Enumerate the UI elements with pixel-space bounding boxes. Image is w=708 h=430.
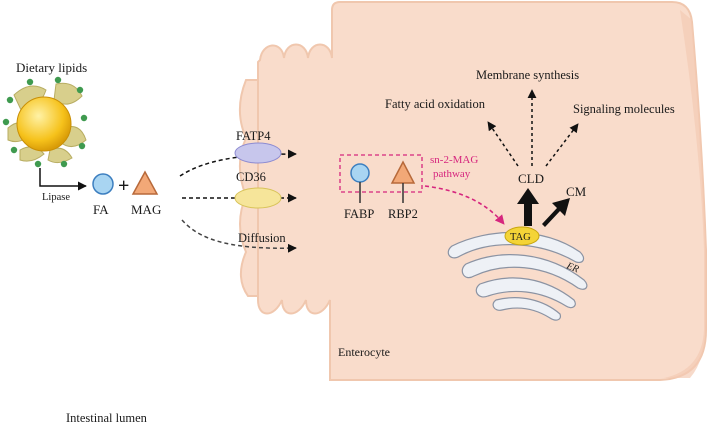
cm-label: CM <box>566 184 587 199</box>
phospholipid-head <box>76 86 84 94</box>
cell-body <box>257 0 707 381</box>
pathway-label-line1: sn-2-MAG <box>430 154 478 166</box>
phospholipid-head <box>6 96 14 104</box>
mag-triangle <box>131 170 159 195</box>
pathway-arrow <box>424 185 505 225</box>
fabp-fa-circle <box>350 163 370 183</box>
er-membrane-3 <box>475 277 576 309</box>
lipid-core <box>16 96 72 152</box>
cld-to-fatty-acid-oxidation-arrow <box>487 121 519 167</box>
tag-to-cld-arrow <box>517 188 539 226</box>
pathway-label-line2: pathway <box>433 168 471 180</box>
enterocyte-cell <box>239 0 707 381</box>
endoplasmic-reticulum <box>447 231 588 321</box>
cd36-label: CD36 <box>236 170 266 184</box>
fa-label: FA <box>93 202 109 217</box>
phospholipid-head <box>80 114 88 122</box>
er-label: ER <box>564 260 580 275</box>
lipid-droplet <box>2 76 88 168</box>
tag-to-cm-arrow <box>542 198 570 227</box>
mag-label: MAG <box>131 202 161 217</box>
phospholipid-head <box>26 78 34 86</box>
enterocyte-label: Enterocyte <box>338 345 390 359</box>
rbp2-label: RBP2 <box>388 207 418 221</box>
er-membrane-4 <box>492 297 561 321</box>
binding-proteins-box <box>339 154 423 193</box>
cell-right-shading <box>664 10 706 378</box>
phospholipid-head <box>2 118 10 126</box>
phospholipid-head <box>78 142 86 150</box>
cld-to-signaling-molecules-arrow <box>545 123 579 167</box>
er-membrane-2 <box>461 254 588 290</box>
phospholipid-head <box>10 146 18 154</box>
phospholipid-head <box>54 76 62 84</box>
fatp4-label: FATP4 <box>236 129 271 143</box>
cld-label: CLD <box>518 171 544 186</box>
lipase-arrow <box>39 168 87 191</box>
fatp4-transporter <box>234 142 282 164</box>
diffusion-route-arrow <box>181 219 297 253</box>
tag-droplet <box>504 226 540 246</box>
fa-circle <box>92 173 114 195</box>
apoprotein <box>47 147 73 164</box>
dietary-lipids-label: Dietary lipids <box>16 60 87 75</box>
fabp-label: FABP <box>344 207 374 221</box>
intestinal-lumen-label: Intestinal lumen <box>66 411 148 425</box>
phospholipid-head <box>60 160 68 168</box>
tag-label: TAG <box>510 232 531 243</box>
diffusion-label: Diffusion <box>238 231 286 245</box>
cd36-transporter <box>234 187 282 209</box>
lipase-label: Lipase <box>42 192 70 203</box>
fatty-acid-oxidation-label: Fatty acid oxidation <box>385 97 486 111</box>
membrane-synthesis-label: Membrane synthesis <box>476 68 579 82</box>
phospholipid-head <box>34 160 42 168</box>
plus-sign: + <box>118 175 129 197</box>
signaling-molecules-label: Signaling molecules <box>573 102 675 116</box>
